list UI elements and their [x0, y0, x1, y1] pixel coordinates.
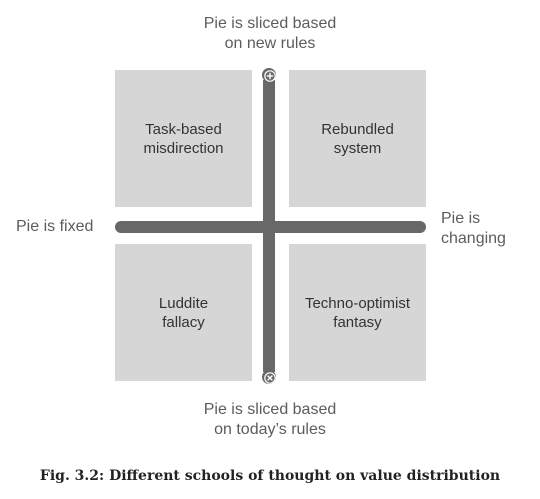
label-bottom: Pie is sliced based on today’s rules	[203, 401, 337, 438]
quadrant-bottom-right: Techno-optimist fantasy	[289, 244, 426, 381]
quadrant-top-left-label: Task-based misdirection	[143, 120, 224, 157]
x-circle-icon	[262, 370, 276, 384]
label-right: Pie is changing	[441, 210, 506, 247]
left-end-dot-icon	[115, 221, 127, 233]
label-top: Pie is sliced based on new rules	[203, 15, 337, 52]
right-end-dot-icon	[414, 221, 426, 233]
quadrant-top-right-label: Rebundled system	[321, 120, 394, 157]
plus-circle-icon	[262, 68, 276, 82]
horizontal-axis	[122, 221, 420, 233]
figure-caption: Fig. 3.2: Different schools of thought o…	[39, 468, 501, 484]
quadrant-top-left: Task-based misdirection	[115, 70, 252, 207]
quadrant-top-right: Rebundled system	[289, 70, 426, 207]
label-left: Pie is fixed	[16, 218, 94, 235]
quadrant-bottom-right-label: Techno-optimist fantasy	[304, 294, 411, 331]
quadrant-bottom-left: Luddite fallacy	[115, 244, 252, 381]
quadrant-bottom-left-label: Luddite fallacy	[158, 294, 209, 331]
